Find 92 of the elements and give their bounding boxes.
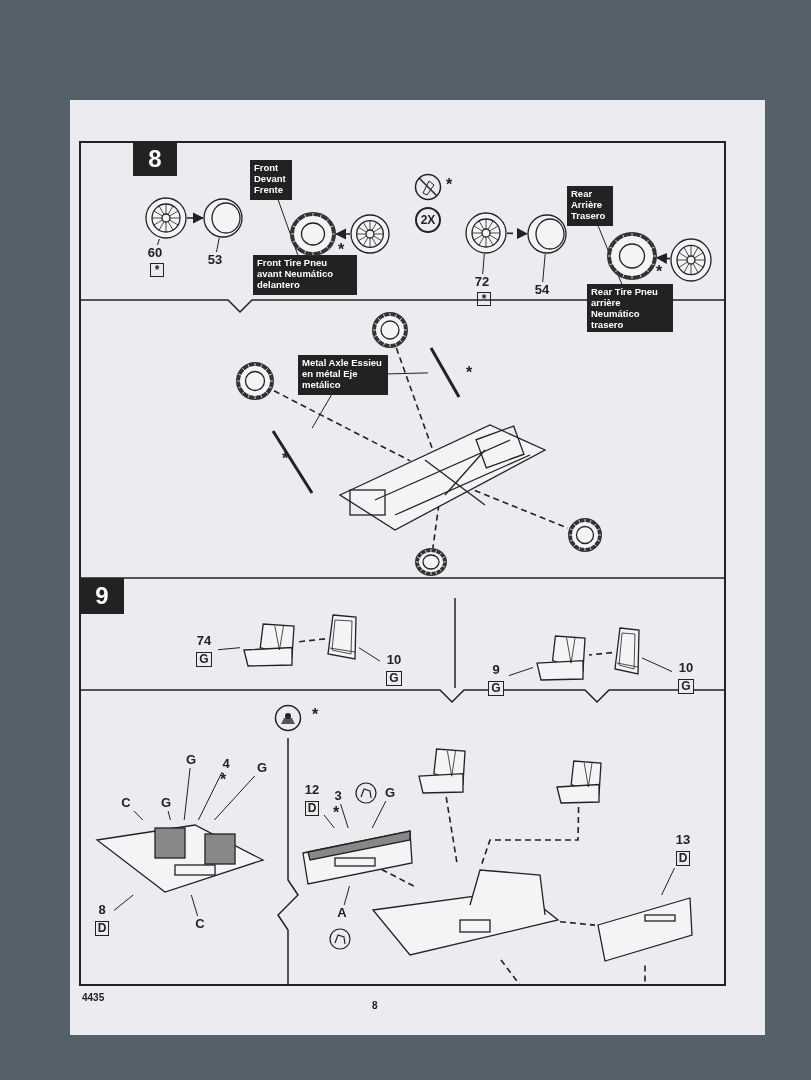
part-number: 8 xyxy=(97,902,107,918)
step-number: 9 xyxy=(80,578,124,614)
part-number: 74 xyxy=(195,633,213,649)
assembly-line xyxy=(480,806,580,866)
callout-label: Front Devant Frente xyxy=(250,160,292,200)
leader-line xyxy=(508,667,534,677)
leader-line xyxy=(183,767,191,821)
leader-line xyxy=(157,238,160,246)
part-number: 3 xyxy=(330,788,346,804)
leader-line xyxy=(133,810,144,821)
leader-line xyxy=(482,253,485,275)
leader-line xyxy=(323,814,335,829)
parts-tree-letter: G xyxy=(488,681,504,696)
leader-line xyxy=(167,810,171,821)
leader-line xyxy=(661,867,675,896)
asterisk: * xyxy=(656,265,663,279)
wheel-drawing xyxy=(145,197,187,239)
assembly-line xyxy=(559,920,596,926)
callout-label: Rear Arrière Trasero xyxy=(567,186,613,226)
wheel-drawing xyxy=(465,212,507,254)
callout-label: Rear Tire Pneu arrière Neumático trasero xyxy=(587,284,673,332)
callout-label: Metal Axle Essieu en métal Eje metálico xyxy=(298,355,388,395)
boxed-asterisk: * xyxy=(477,292,491,306)
leader-line xyxy=(358,647,381,662)
part-number: 53 xyxy=(203,252,227,268)
assembly-arrow xyxy=(334,228,351,240)
page-text: 4435 xyxy=(82,992,105,1003)
part-number: G xyxy=(254,760,270,776)
callout-label: Front Tire Pneu avant Neumático delantero xyxy=(253,255,357,295)
part-number: A xyxy=(334,905,350,921)
assembly-line xyxy=(273,390,412,462)
part-number: 10 xyxy=(677,660,695,676)
assembly-arrow xyxy=(506,227,529,240)
tire-drawing xyxy=(372,312,408,348)
assembly-line xyxy=(588,651,613,656)
wheel-drawing xyxy=(350,214,390,254)
parts-tree-letter: G xyxy=(386,671,402,686)
tire-drawing xyxy=(415,548,447,576)
part-number: G xyxy=(183,752,199,768)
leader-line xyxy=(311,394,332,429)
leader-line xyxy=(113,894,134,911)
part-number: 4 xyxy=(218,756,234,772)
part-number: 12 xyxy=(303,782,321,798)
part-number: 13 xyxy=(674,832,692,848)
asterisk: * xyxy=(333,806,340,820)
part-number: G xyxy=(382,785,398,801)
part-number: 54 xyxy=(530,282,554,298)
leader-line xyxy=(641,657,673,673)
wheel-drawing xyxy=(670,238,712,282)
part-number: 10 xyxy=(385,652,403,668)
boxed-asterisk: * xyxy=(150,263,164,277)
leader-line xyxy=(213,775,256,821)
assembly-line xyxy=(297,638,326,643)
leader-line xyxy=(387,372,429,375)
seat-drawing xyxy=(415,745,469,797)
axle-drawing xyxy=(428,345,462,400)
leader-line xyxy=(197,771,223,821)
leader-line xyxy=(217,647,241,651)
part-number: 9 xyxy=(491,662,501,678)
assembly-arrow xyxy=(186,212,205,224)
asterisk: * xyxy=(446,178,453,192)
part-number: C xyxy=(192,916,208,932)
seat-drawing xyxy=(240,620,298,670)
page-text: 8 xyxy=(372,1000,378,1011)
parts-tree-letter: G xyxy=(196,652,212,667)
leader-line xyxy=(371,800,387,829)
asterisk: * xyxy=(312,708,319,722)
seatback-drawing xyxy=(612,625,642,677)
rim-drawing xyxy=(203,198,243,238)
axle-drawing xyxy=(270,428,315,496)
door-panel-drawing xyxy=(300,828,415,886)
asterisk: * xyxy=(466,366,473,380)
leader-line xyxy=(542,253,546,283)
leader-line xyxy=(340,803,349,829)
leader-line xyxy=(343,885,350,906)
assembly-arrow xyxy=(655,252,671,264)
part-number: C xyxy=(118,795,134,811)
asterisk: * xyxy=(338,243,345,257)
assembly-line xyxy=(500,959,646,986)
rim-drawing xyxy=(527,214,567,254)
seat-drawing xyxy=(553,757,605,807)
step-number: 8 xyxy=(133,142,177,176)
leader-line xyxy=(216,237,220,253)
parts-tree-letter: G xyxy=(678,679,694,694)
side-panel-drawing xyxy=(595,895,695,965)
part-number: 60 xyxy=(143,245,167,261)
seat-drawing xyxy=(533,632,589,684)
leader-line xyxy=(190,894,199,917)
part-number: G xyxy=(158,795,174,811)
tire-drawing xyxy=(568,518,602,552)
asterisk: * xyxy=(220,773,227,787)
part-number: 72 xyxy=(470,274,494,290)
